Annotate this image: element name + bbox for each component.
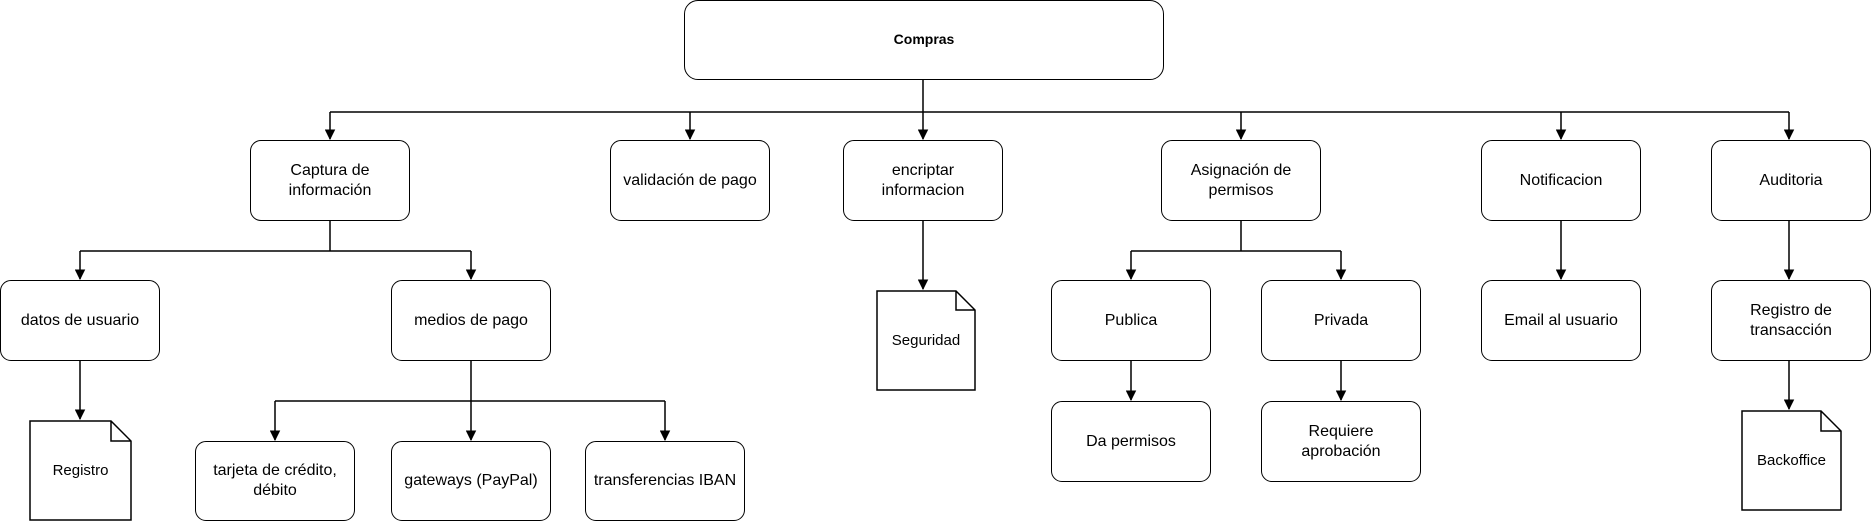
connector-captura-bus — [80, 221, 471, 252]
node-da-permisos[interactable]: Da permisos — [1051, 401, 1211, 482]
node-medios-pago-label: medios de pago — [414, 311, 528, 329]
node-datos-usuario[interactable]: datos de usuario — [0, 280, 160, 361]
node-asignacion-label: Asignación de permisos — [1190, 161, 1292, 199]
node-compras-label: Compras — [893, 31, 955, 48]
node-email-label: Email al usuario — [1504, 311, 1618, 329]
node-validacion-label: validación de pago — [623, 171, 757, 189]
node-privada[interactable]: Privada — [1261, 280, 1421, 361]
node-notificacion[interactable]: Notificacion — [1481, 140, 1641, 221]
document-seguridad-label: Seguridad — [891, 332, 961, 349]
node-da-permisos-label: Da permisos — [1086, 432, 1176, 450]
node-auditoria-label: Auditoria — [1759, 171, 1823, 189]
node-requiere[interactable]: Requiere aprobación — [1261, 401, 1421, 482]
node-notificacion-label: Notificacion — [1519, 171, 1603, 189]
node-compras[interactable]: Compras — [684, 0, 1164, 80]
node-email[interactable]: Email al usuario — [1481, 280, 1641, 361]
document-backoffice-label: Backoffice — [1757, 452, 1826, 469]
connector-medios-bus — [275, 361, 665, 402]
document-registro-label: Registro — [52, 462, 109, 479]
document-seguridad-shape[interactable] — [876, 290, 976, 391]
node-gateways[interactable]: gateways (PayPal) — [391, 441, 551, 521]
node-registro-transaccion[interactable]: Registro de transacción — [1711, 280, 1871, 361]
node-transferencias-label: transferencias IBAN — [593, 472, 737, 489]
connector-root-bus — [330, 80, 1789, 113]
node-requiere-label: Requiere aprobación — [1301, 422, 1381, 460]
node-publica-label: Publica — [1104, 311, 1158, 329]
node-datos-usuario-label: datos de usuario — [20, 311, 140, 329]
node-asignacion[interactable]: Asignación de permisos — [1161, 140, 1321, 221]
node-gateways-label: gateways (PayPal) — [404, 472, 538, 489]
document-registro-shape[interactable] — [29, 420, 132, 521]
node-captura-label: Captura de información — [288, 161, 372, 199]
node-privada-label: Privada — [1313, 311, 1369, 329]
node-encriptar-label: encriptar informacion — [881, 161, 965, 199]
node-publica[interactable]: Publica — [1051, 280, 1211, 361]
connector-asignacion-bus — [1131, 221, 1341, 252]
node-validacion[interactable]: validación de pago — [610, 140, 770, 221]
node-encriptar[interactable]: encriptar informacion — [843, 140, 1003, 221]
node-registro-transaccion-label: Registro de transacción — [1750, 301, 1832, 339]
node-medios-pago[interactable]: medios de pago — [391, 280, 551, 361]
node-auditoria[interactable]: Auditoria — [1711, 140, 1871, 221]
node-tarjeta[interactable]: tarjeta de crédito, débito — [195, 441, 355, 521]
node-transferencias[interactable]: transferencias IBAN — [585, 441, 745, 521]
document-backoffice-shape[interactable] — [1741, 410, 1842, 511]
node-tarjeta-label: tarjeta de crédito, débito — [213, 462, 337, 499]
node-captura[interactable]: Captura de información — [250, 140, 410, 221]
